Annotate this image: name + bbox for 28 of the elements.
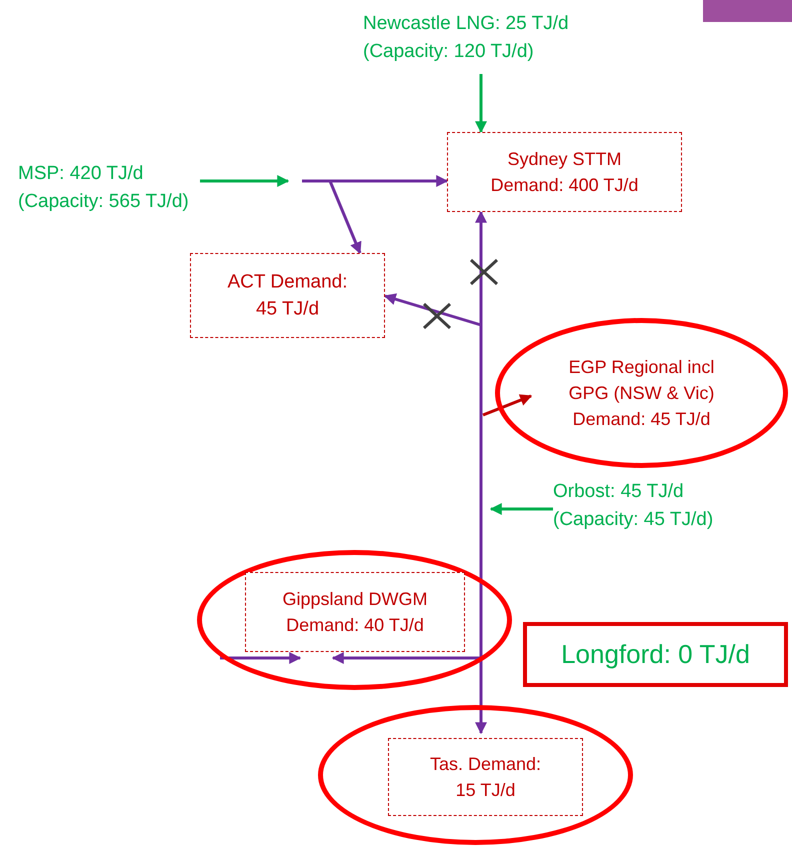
- demand-box: [245, 572, 465, 652]
- arrow: [332, 652, 481, 664]
- flow-label: Orbost: 45 TJ/d (Capacity: 45 TJ/d): [553, 480, 714, 532]
- node-label: Gippsland DWGM Demand: 40 TJ/d: [281, 588, 429, 637]
- arrow: [200, 175, 290, 187]
- demand-box: [447, 132, 682, 212]
- arrow: [475, 74, 487, 134]
- demand-box: [190, 253, 385, 338]
- supply-box: [523, 622, 788, 687]
- demand-ellipse: [495, 318, 788, 468]
- arrow: [220, 652, 302, 664]
- node-label: Sydney STTM Demand: 400 TJ/d: [490, 148, 640, 197]
- arrow: [482, 394, 532, 416]
- node-label: Tas. Demand: 15 TJ/d: [428, 752, 542, 802]
- demand-box: [388, 738, 583, 816]
- highlight-ellipse: [197, 550, 512, 690]
- flow-label: Newcastle LNG: 25 TJ/d (Capacity: 120 TJ/d): [363, 12, 570, 64]
- flow-label: MSP: 420 TJ/d (Capacity: 565 TJ/d): [18, 162, 190, 214]
- node-label: Longford: 0 TJ/d: [560, 638, 751, 671]
- node-label: ACT Demand: 45 TJ/d: [227, 270, 348, 322]
- highlight-ellipse: [318, 705, 633, 845]
- node-label: EGP Regional incl GPG (NSW & Vic) Demand: 45 TJ/d: [568, 356, 716, 432]
- arrow: [475, 655, 487, 734]
- arrow: [328, 180, 362, 254]
- arrow: [490, 503, 553, 515]
- arrow: [384, 293, 482, 326]
- arrow: [475, 210, 487, 655]
- arrow: [302, 175, 448, 187]
